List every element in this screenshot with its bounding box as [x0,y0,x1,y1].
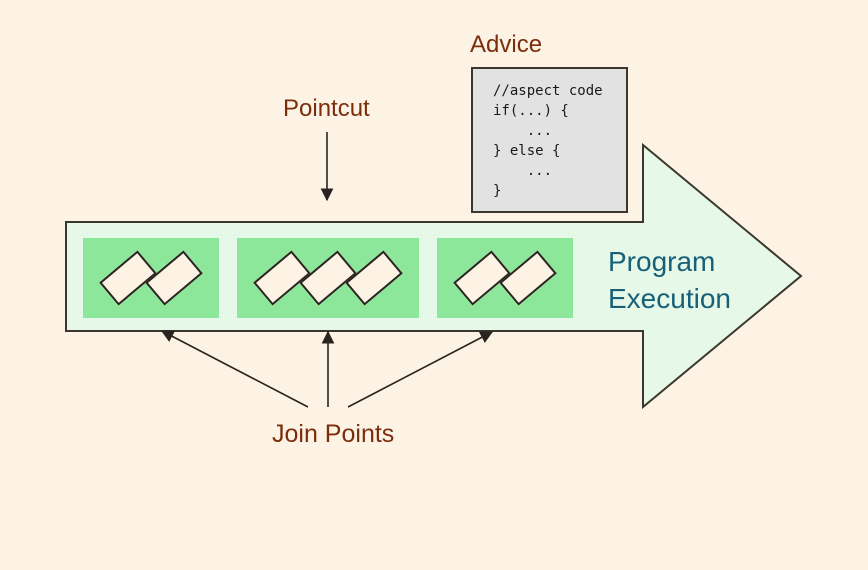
joinpoint-marker [299,248,357,308]
advice-label: Advice [470,31,543,58]
joinpoint-arrow-right [347,331,494,408]
joinpoint-marker-rect [99,250,157,306]
program-execution-line2: Execution [608,283,731,314]
joinpoint-marker [499,248,557,308]
advice-code-box: //aspect code if(...) { ... } else { ...… [471,67,628,213]
advice-code-text: //aspect code if(...) { ... } else { ...… [493,83,603,199]
joinpoint-group-3 [437,238,573,318]
joinpoint-marker [145,248,203,308]
joinpoint-group-1 [83,238,219,318]
pointcut-label: Pointcut [283,95,370,122]
joinpoint-marker [253,248,311,308]
joinpoint-marker-rect [145,250,203,306]
joinpoint-marker-rect [253,250,311,306]
join-points-label: Join Points [272,420,395,448]
joinpoint-marker-rect [299,250,357,306]
joinpoint-marker-rect [345,250,403,306]
joinpoint-marker-rect [453,250,511,306]
program-execution-line1: Program [608,246,716,277]
joinpoint-arrow-left [160,330,309,408]
joinpoint-group-2 [237,238,419,318]
joinpoint-marker [453,248,511,308]
program-execution-label: Program Execution [608,243,731,317]
joinpoint-marker-rect [499,250,557,306]
joinpoint-marker [345,248,403,308]
joinpoint-marker [99,248,157,308]
